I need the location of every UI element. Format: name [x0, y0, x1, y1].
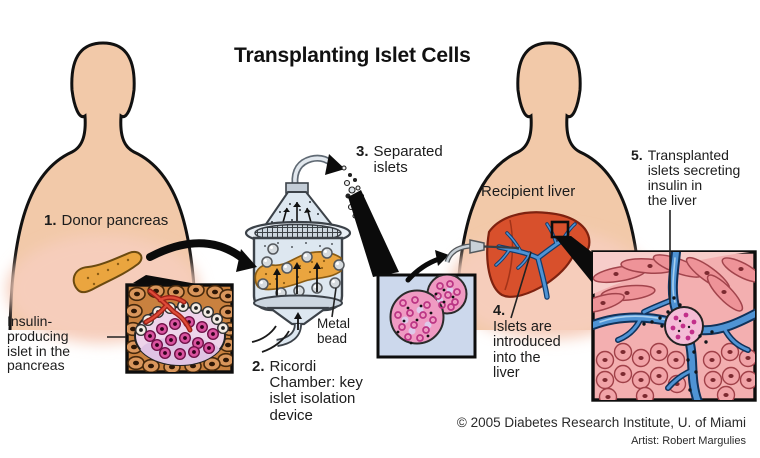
step4-label: 4. Islets are introduced into the liver	[493, 303, 561, 382]
artist-credit: Artist: Robert Margulies	[631, 435, 746, 447]
step3-label: 3. Separated islets	[356, 143, 443, 177]
pancreas-tissue-inset	[125, 283, 234, 374]
ricordi-chamber-illustration	[244, 154, 352, 353]
donor-pancreas-illustration	[72, 251, 143, 294]
step2-label: 2. Ricordi Chamber: key islet isolation …	[252, 358, 363, 424]
step4-text: Islets are introduced into the liver	[493, 318, 561, 381]
pointer-spray-to-inset	[348, 190, 399, 277]
step3-number: 3.	[356, 143, 369, 160]
step1-text: Donor pancreas	[61, 212, 169, 229]
step3-text: Separated islets	[373, 143, 443, 177]
step5-text: Transplanted islets secreting insulin in…	[647, 147, 741, 208]
secreted-insulin-dots	[642, 296, 714, 392]
arrow-pancreas-to-chamber	[146, 239, 257, 272]
blood-vessel	[143, 288, 193, 333]
catheter	[444, 239, 520, 263]
step5-label: 5. Transplanted islets secreting insulin…	[631, 148, 740, 208]
step2-text: Ricordi Chamber: key islet isolation dev…	[269, 358, 363, 424]
metal-bead-label: Metal bead	[317, 316, 351, 346]
step1-label: 1. Donor pancreas	[44, 212, 169, 229]
liver-tissue-inset	[591, 250, 757, 402]
donor-inset-caption: Insulin- producing islet in the pancreas	[7, 313, 71, 374]
leader-lines	[107, 210, 671, 338]
inset-vessels	[593, 252, 755, 400]
step5-number: 5.	[631, 147, 643, 163]
arrow-islets-to-recipient	[405, 250, 449, 283]
diagram-title: Transplanting Islet Cells	[234, 44, 471, 67]
islet-cell-texture	[394, 280, 461, 345]
recipient-liver-label: Recipient liver	[481, 183, 576, 200]
step2-number: 2.	[252, 358, 265, 375]
step4-number: 4.	[493, 303, 506, 319]
copyright-text: © 2005 Diabetes Research Institute, U. o…	[456, 415, 746, 430]
step1-number: 1.	[44, 212, 57, 229]
outlet-arrowhead	[325, 154, 345, 175]
separated-islets-inset	[376, 273, 477, 359]
liver-cords	[593, 254, 755, 314]
